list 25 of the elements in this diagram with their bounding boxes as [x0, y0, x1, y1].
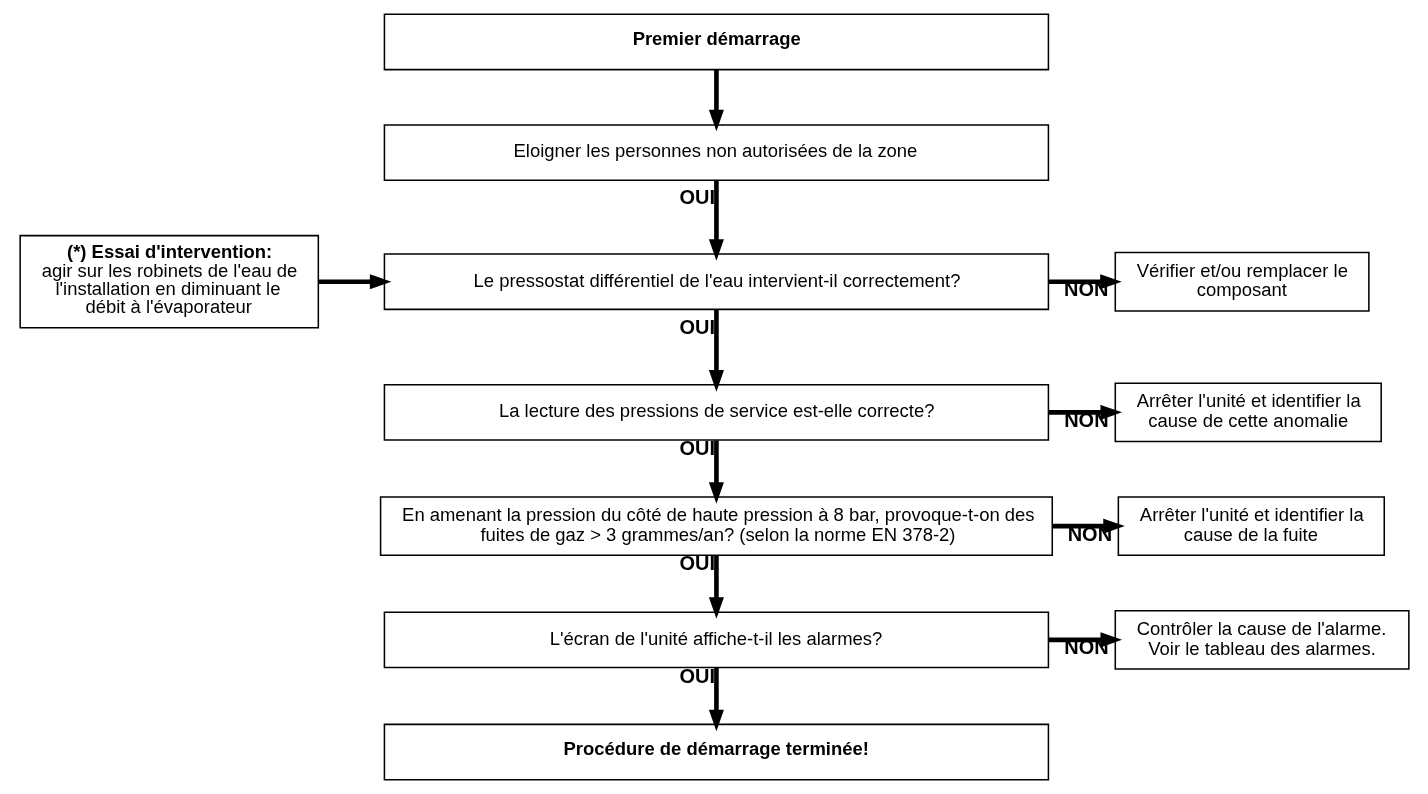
edge-label: OUI [679, 315, 715, 338]
node-box: Vérifier et/ou remplacer le composant [1114, 251, 1370, 312]
node-box: L'écran de l'unité affiche-t-il les alarmes? [383, 611, 1049, 669]
arrow [318, 274, 391, 290]
arrow [1048, 632, 1122, 648]
arrow [1048, 404, 1122, 420]
node-box: Contrôler la cause de l'alarme. Voir le tableau des alarmes. [1114, 609, 1410, 670]
arrow [708, 667, 724, 732]
arrow [708, 69, 724, 132]
arrow [708, 440, 724, 504]
arrow [708, 309, 724, 392]
node-box: (*) Essai d'intervention: agir sur les robinets de l'eau de l'installation en diminuant le débit à l'évaporateur [18, 234, 319, 329]
node-box: Arrêter l'unité et identifier la cause de la fuite [1117, 496, 1385, 557]
node-box: Le pressostat différentiel de l'eau intervient-il correctement? [383, 253, 1049, 311]
node-box: Eloigner les personnes non autorisées de la zone [383, 124, 1049, 182]
arrow [708, 180, 724, 261]
node-box: Procédure de démarrage terminée! [383, 723, 1049, 781]
arrow [1052, 518, 1125, 534]
edge-label: OUI [679, 185, 715, 208]
arrow [1048, 274, 1122, 290]
node-box: La lecture des pressions de service est-elle correcte? [383, 383, 1049, 441]
arrow [708, 555, 724, 619]
node-box: En amenant la pression du côté de haute pression à 8 bar, provoque-t-on des fuites de gaz > 3 grammes/an? (selon la norme EN 378-2) [379, 496, 1053, 557]
node-box: Premier démarrage [383, 13, 1049, 71]
node-box: Arrêter l'unité et identifier la cause de cette anomalie [1114, 382, 1382, 443]
